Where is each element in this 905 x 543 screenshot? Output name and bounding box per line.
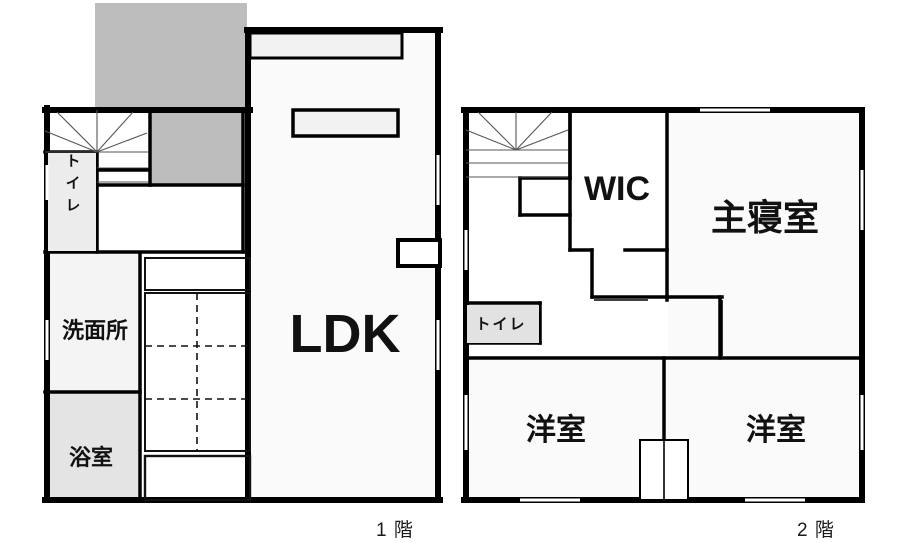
stair-tread-1	[44, 130, 98, 153]
corridor-floor-fill	[140, 253, 250, 500]
floor1-caption: 1 階	[376, 520, 414, 541]
floor1-gray-blocks	[95, 3, 247, 185]
floor1-fixtures	[248, 31, 442, 268]
floor1-room-labels: LDK 洗面所 浴室 トイレ	[62, 153, 401, 470]
floor1-staircase	[44, 110, 148, 183]
toilet1-fill	[48, 153, 96, 251]
room-right-fill	[666, 360, 862, 500]
floor2-windows	[464, 108, 864, 502]
wall-niche-right	[396, 238, 442, 268]
stair-tread-4	[96, 111, 134, 153]
room-label-wic: WIC	[584, 170, 650, 208]
floor1-plan: LDK 洗面所 浴室 トイレ	[42, 3, 443, 503]
bath-floor-fill	[45, 393, 140, 500]
room-label-western-room-right: 洋室	[746, 413, 806, 447]
kitchen-island	[291, 108, 400, 138]
room-label-bathroom: 浴室	[69, 445, 113, 470]
room-label-ldk: LDK	[290, 304, 401, 364]
f2-stair-tread-1	[465, 129, 517, 151]
master-bedroom-fill	[668, 110, 862, 360]
f2-stair-tread-5	[515, 129, 569, 151]
floor2-plan: WIC 主寝室 トイレ 洋室 洋室	[461, 107, 865, 503]
room-label-washroom: 洗面所	[62, 318, 128, 343]
stair-tread-5	[96, 132, 148, 153]
room-left-fill	[466, 360, 662, 500]
f2-stair-tread-2	[477, 111, 517, 151]
stair-tread-2	[56, 111, 98, 153]
upper-gray-block	[95, 3, 247, 111]
room-label-master-bedroom: 主寝室	[711, 197, 819, 238]
room-label-toilet-1f: トイレ	[64, 153, 81, 219]
floor2-caption: 2 階	[797, 520, 835, 541]
floor1-storage-grid	[143, 257, 252, 502]
floor2-staircase	[465, 111, 569, 178]
room-label-toilet-2f: トイレ	[475, 316, 526, 333]
washroom-floor-fill	[45, 253, 140, 393]
kitchen-counter-top	[248, 31, 404, 60]
storage-lower-box	[143, 454, 252, 502]
floor2-openings	[594, 299, 723, 501]
floor2-interior-walls	[464, 110, 864, 502]
storage-upper-box	[144, 257, 251, 291]
floor1-interior-walls	[43, 108, 250, 502]
floor1-windows	[45, 155, 440, 370]
floor2-room-labels: WIC 主寝室 トイレ 洋室 洋室	[475, 170, 819, 447]
toilet2-fill	[467, 305, 539, 343]
f2-stair-tread-4	[515, 111, 553, 151]
lower-gray-block	[150, 111, 243, 185]
room-label-western-room-left: 洋室	[526, 413, 586, 447]
